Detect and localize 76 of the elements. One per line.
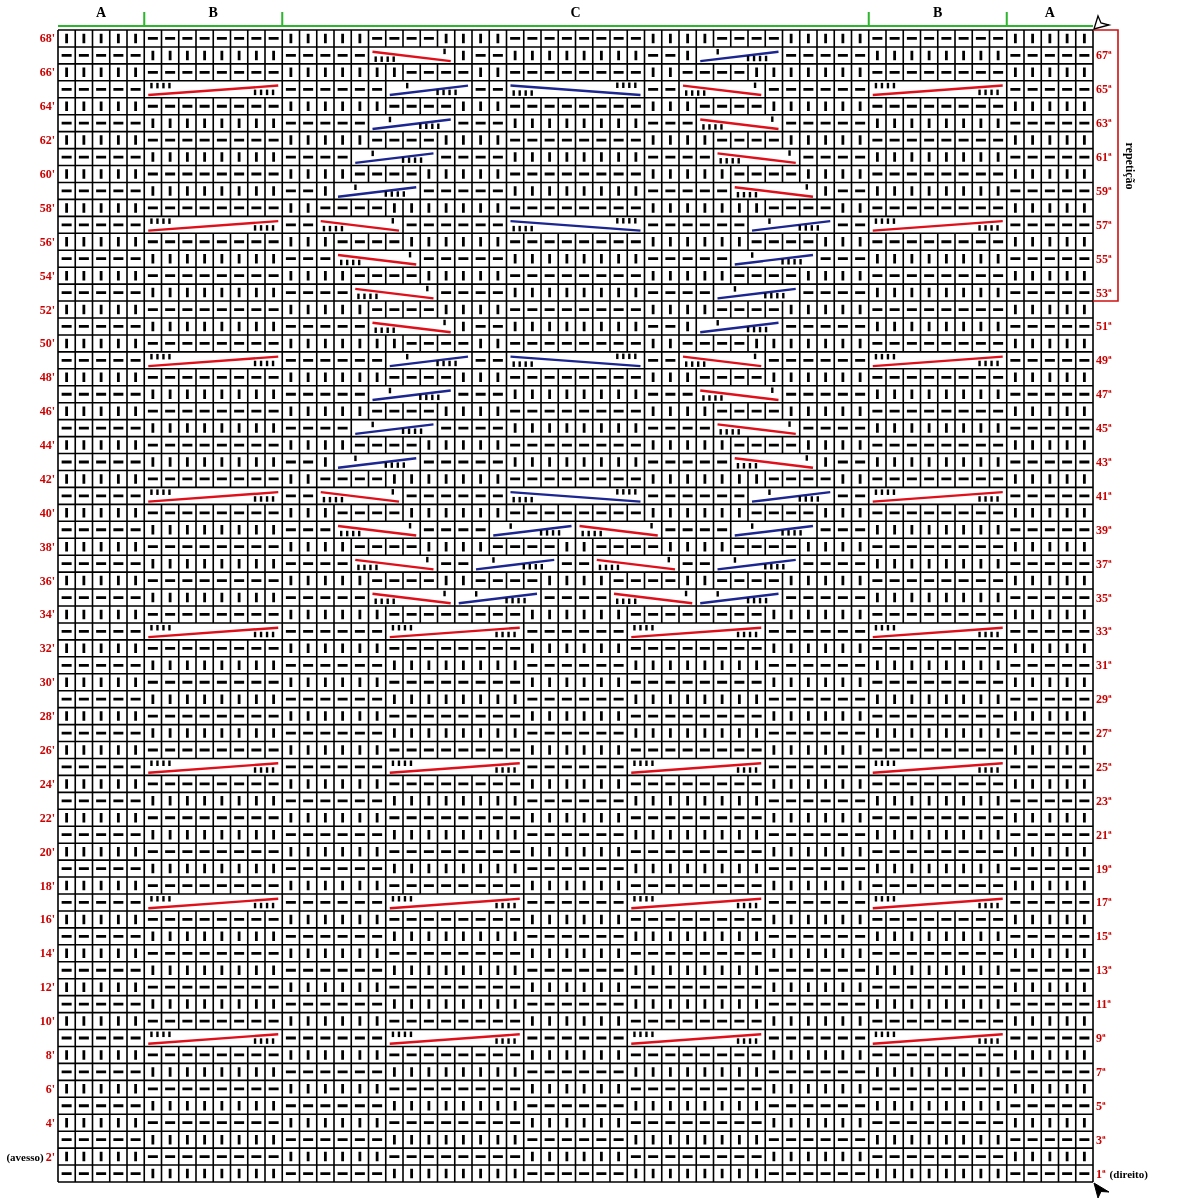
column-label: A xyxy=(1043,6,1056,20)
row-number: 11ª xyxy=(1096,997,1111,1012)
row-number: 1ª xyxy=(1096,1166,1106,1181)
row-number: 46' xyxy=(39,404,55,419)
row-number: 25ª xyxy=(1096,759,1112,774)
row-number: 67ª xyxy=(1096,48,1112,63)
row-number: 45ª xyxy=(1096,421,1112,436)
row-number: 16' xyxy=(39,912,55,927)
row-number: 10' xyxy=(39,1014,55,1029)
row-number: 44' xyxy=(39,438,55,453)
row-number: 66' xyxy=(39,65,55,80)
row-number: 31ª xyxy=(1096,658,1112,673)
column-label: A xyxy=(95,6,108,20)
row-number: 68' xyxy=(39,31,55,46)
side-note: (direito) xyxy=(1109,1166,1148,1181)
row-number: 36' xyxy=(39,573,55,588)
row-number: 12' xyxy=(39,980,55,995)
row-number: 59ª xyxy=(1096,183,1112,198)
row-number: 64' xyxy=(39,99,55,114)
row-number: 38' xyxy=(39,539,55,554)
row-number: 17ª xyxy=(1096,895,1112,910)
row-number: 9ª xyxy=(1096,1031,1106,1045)
row-number: 3ª xyxy=(1096,1132,1106,1147)
repeat-label: repetição xyxy=(1123,141,1137,190)
row-number: 58' xyxy=(39,200,55,215)
row-number: 26' xyxy=(39,743,55,757)
row-number: 22' xyxy=(39,810,55,825)
row-number: 54' xyxy=(39,268,55,283)
row-number: 24' xyxy=(39,776,55,791)
row-number: 51ª xyxy=(1096,319,1112,334)
row-number: 32' xyxy=(39,641,55,656)
row-number: 41ª xyxy=(1096,488,1112,503)
column-label: B xyxy=(932,6,944,20)
row-number: 27ª xyxy=(1096,726,1112,741)
row-number: 21ª xyxy=(1096,827,1112,842)
row-number: 62' xyxy=(39,133,55,148)
row-number: 15ª xyxy=(1096,929,1112,944)
row-number: 33ª xyxy=(1096,624,1112,639)
row-number: 39ª xyxy=(1096,522,1112,537)
row-number: 5ª xyxy=(1096,1098,1106,1113)
row-number: 60' xyxy=(39,167,55,181)
row-number: 43ª xyxy=(1096,455,1112,469)
row-number: 57ª xyxy=(1096,217,1112,232)
row-number: 7ª xyxy=(1096,1064,1106,1079)
row-number: 50' xyxy=(39,336,55,351)
row-number: 52' xyxy=(39,302,55,317)
row-number: 13ª xyxy=(1096,963,1112,978)
row-number: 49ª xyxy=(1096,353,1112,368)
column-label: C xyxy=(569,6,582,20)
row-number: 65ª xyxy=(1096,82,1112,97)
row-number: 47ª xyxy=(1096,387,1112,402)
row-number: 8' xyxy=(45,1047,55,1062)
row-number: 53ª xyxy=(1096,285,1112,300)
row-number: 28' xyxy=(39,709,55,724)
row-number: 48' xyxy=(39,370,55,385)
row-number: 63ª xyxy=(1096,116,1112,131)
row-number: 29ª xyxy=(1096,692,1112,707)
row-number: 42' xyxy=(39,471,55,486)
row-number: 19ª xyxy=(1096,861,1112,876)
side-note: (avesso) xyxy=(6,1149,44,1164)
row-number: 2' xyxy=(45,1149,55,1164)
row-number: 37ª xyxy=(1096,556,1112,571)
row-number: 20' xyxy=(39,844,55,859)
row-number: 34' xyxy=(39,607,55,622)
row-number: 18' xyxy=(39,878,55,893)
row-number: 6' xyxy=(45,1081,55,1096)
row-number: 61ª xyxy=(1096,150,1112,165)
row-number: 30' xyxy=(39,675,55,690)
row-number: 14' xyxy=(39,946,55,961)
column-label: B xyxy=(207,6,219,20)
row-number: 23ª xyxy=(1096,793,1112,808)
row-number: 56' xyxy=(39,234,55,249)
row-number: 40' xyxy=(39,505,55,520)
row-number: 4' xyxy=(45,1115,55,1130)
row-number: 55ª xyxy=(1096,251,1112,266)
row-number: 35ª xyxy=(1096,590,1112,605)
